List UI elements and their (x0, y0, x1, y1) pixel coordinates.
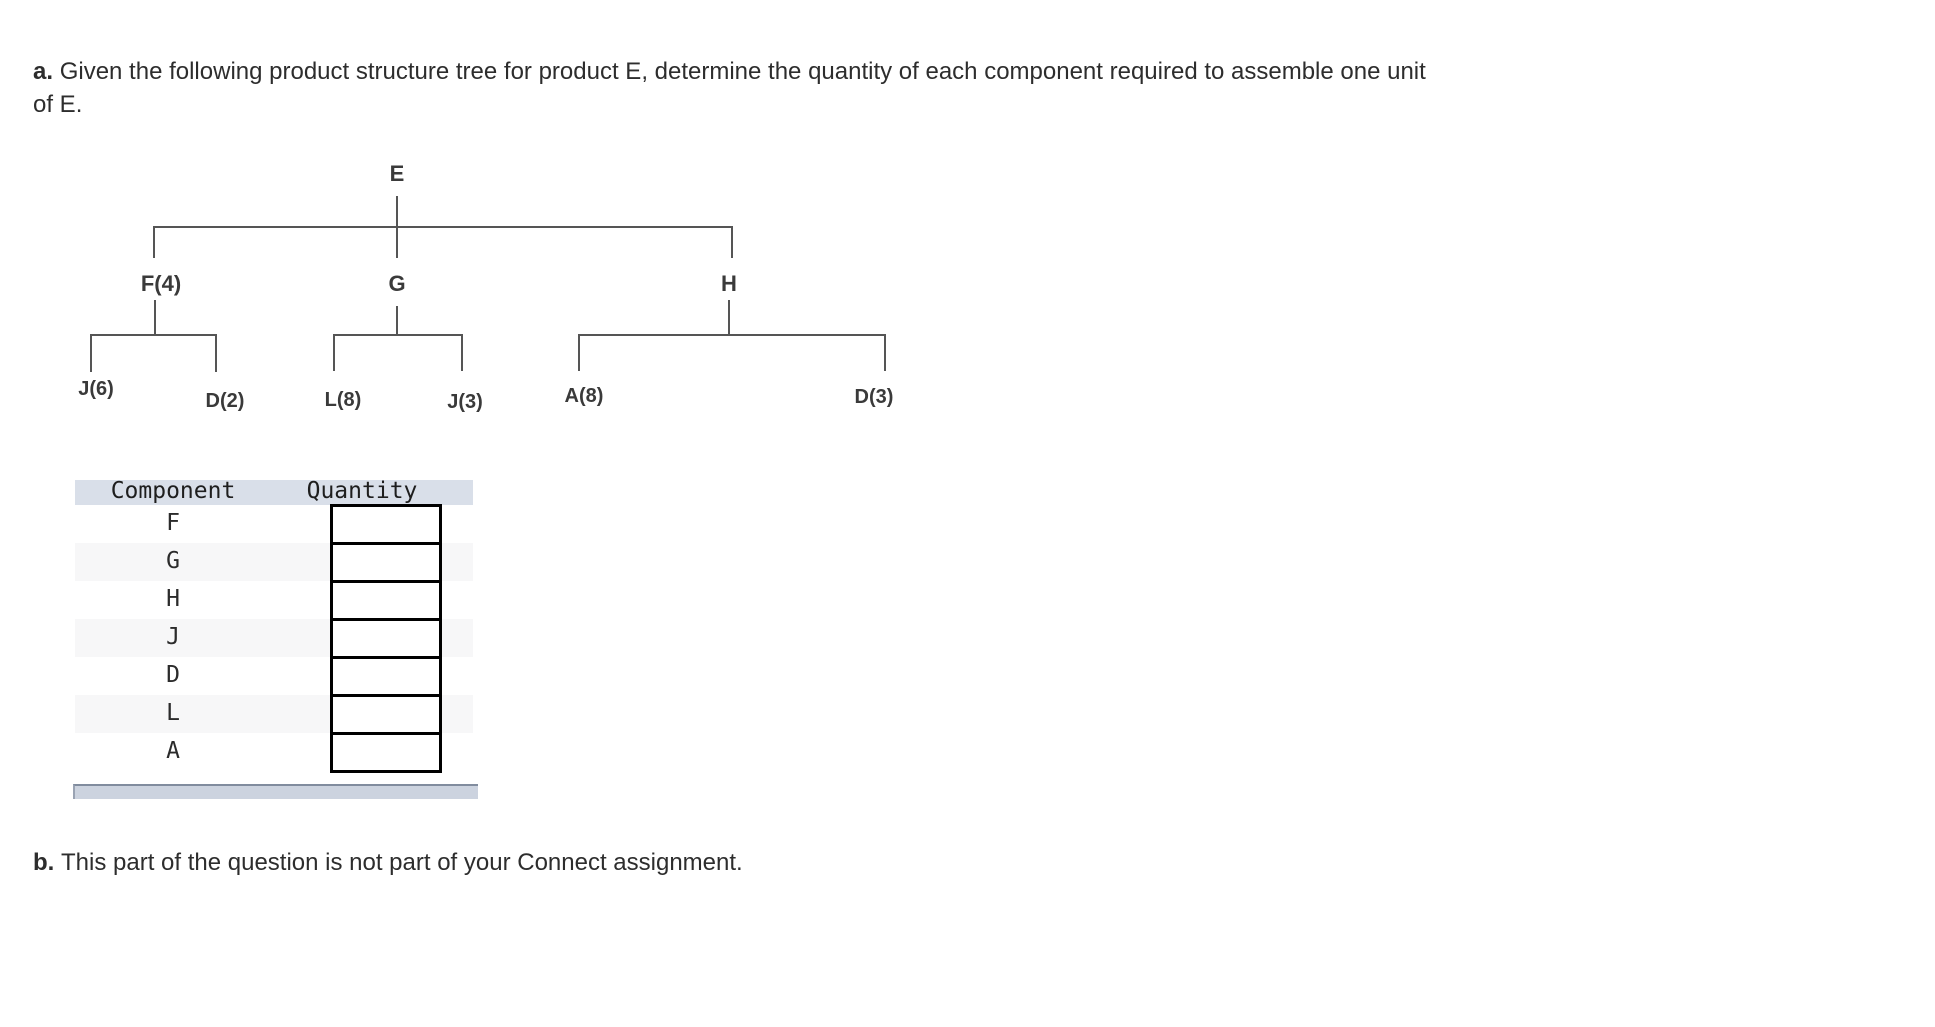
question-b: b. This part of the question is not part… (33, 846, 743, 879)
tree-node-d3: D(3) (854, 386, 894, 408)
question-b-label: b. (33, 849, 61, 876)
tree-connector-drop-j3 (461, 334, 463, 371)
component-label: L (166, 700, 180, 726)
tree-node-g: G (388, 271, 406, 296)
column-header-component: Component (110, 478, 236, 504)
tree-connector-stub-g (396, 306, 398, 335)
tree-node-root: E (389, 161, 405, 186)
question-a-line1: Given the following product structure tr… (59, 58, 1426, 85)
quantity-input-g[interactable] (330, 542, 442, 583)
tree-connector-stub-h (728, 300, 730, 335)
table-row: A (75, 733, 473, 771)
quantity-input-f[interactable] (330, 504, 442, 545)
tree-connector-drop-d3 (884, 334, 886, 371)
table-row: H (75, 581, 473, 619)
tree-node-j3: J(3) (447, 391, 483, 413)
component-label: G (166, 548, 180, 574)
question-a: a. Given the following product structure… (33, 55, 1426, 121)
tree-connector-drop-a8 (578, 334, 580, 371)
component-label: D (166, 662, 180, 688)
tree-connector-f-children-horizontal (90, 334, 217, 336)
tree-connector-g-children-horizontal (333, 334, 463, 336)
product-structure-tree: E F(4) G H J(6) D(2) L(8) J(3) A(8) D(3) (0, 0, 1000, 430)
table-row: F (75, 505, 473, 543)
quantity-input-h[interactable] (330, 580, 442, 621)
tree-node-l8: L(8) (324, 389, 362, 411)
column-header-quantity: Quantity (306, 478, 418, 504)
quantity-input-j[interactable] (330, 618, 442, 659)
tree-node-h: H (721, 271, 737, 296)
tree-connector-drop-h (731, 226, 733, 258)
component-label: H (166, 586, 180, 612)
tree-connector-drop-l8 (333, 334, 335, 371)
table-header: Component Quantity (75, 478, 473, 505)
component-label: A (166, 738, 180, 764)
quantity-input-d[interactable] (330, 656, 442, 697)
tree-connector-drop-f (153, 226, 155, 258)
tree-connector-drop-j6 (90, 334, 92, 372)
quantity-input-l[interactable] (330, 694, 442, 735)
question-b-text: This part of the question is not part of… (61, 849, 743, 876)
tree-node-j6: J(6) (78, 378, 114, 400)
component-label: F (166, 510, 180, 536)
table-row: D (75, 657, 473, 695)
component-label: J (166, 624, 180, 650)
tree-connector-stub-f (154, 300, 156, 335)
quantity-inputs-column (330, 504, 442, 773)
question-a-line2: of E. (33, 91, 83, 118)
tree-connector-h-children-horizontal (578, 334, 886, 336)
question-a-label: a. (33, 58, 60, 85)
tree-node-a8: A(8) (564, 385, 604, 407)
quantity-input-a[interactable] (330, 732, 442, 773)
tree-connector-drop-d2 (215, 334, 217, 372)
tree-connector-level1-horizontal (153, 226, 733, 228)
horizontal-scrollbar[interactable] (73, 784, 478, 799)
tree-node-d2: D(2) (205, 390, 245, 412)
tree-node-f: F(4) (140, 271, 182, 296)
